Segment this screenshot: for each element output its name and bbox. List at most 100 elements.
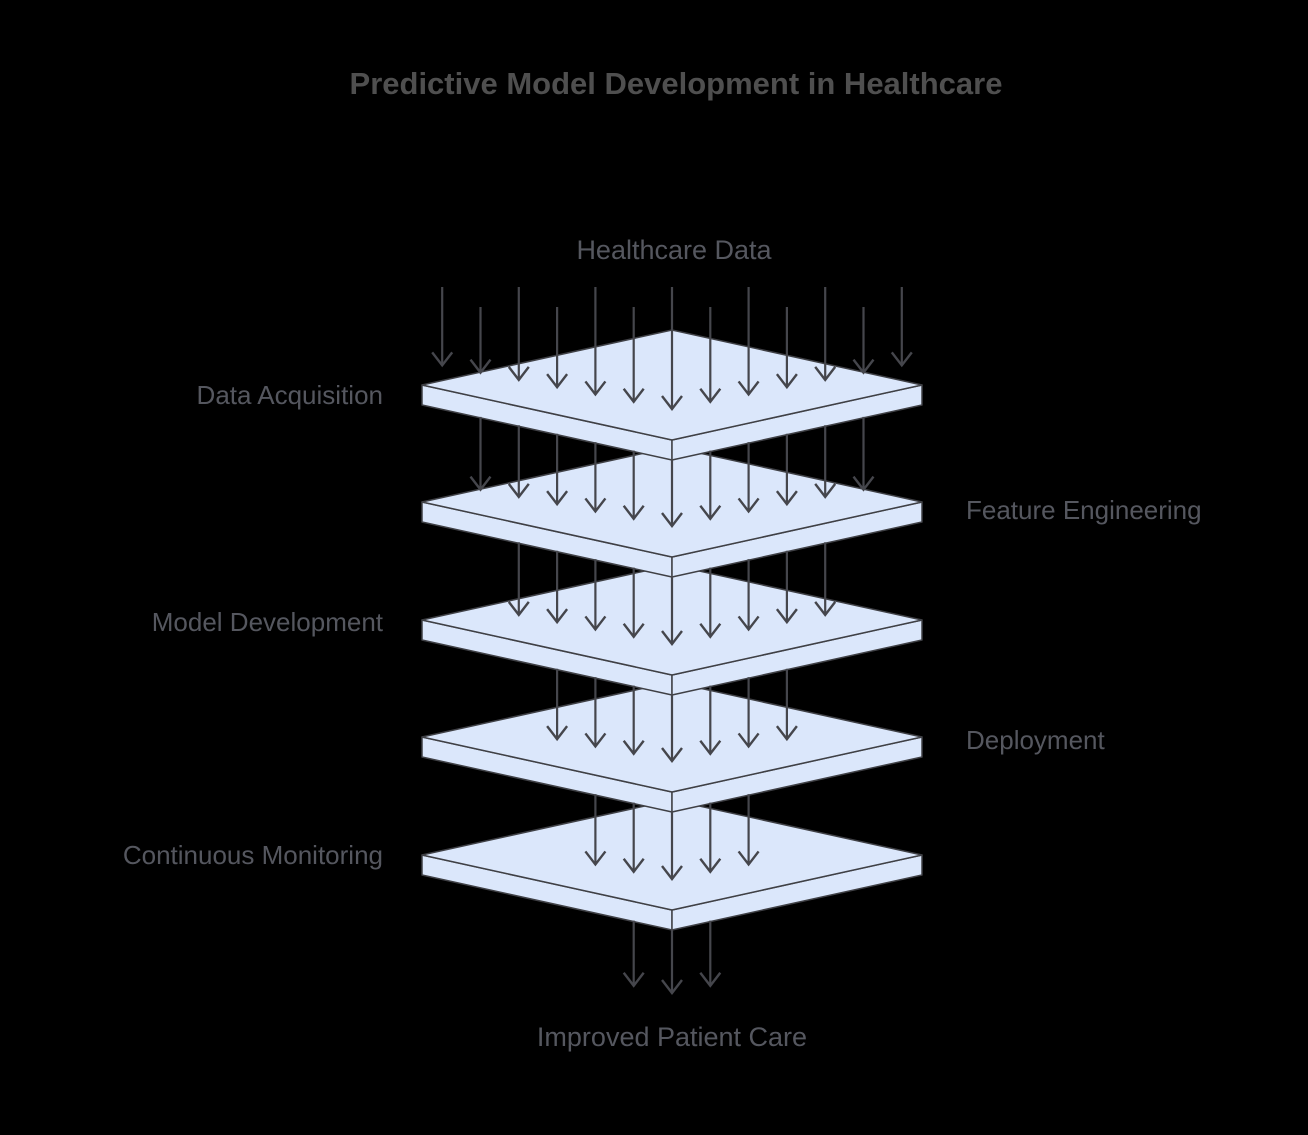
arrow-head xyxy=(661,512,683,528)
flow-arrow xyxy=(584,287,607,397)
flow-arrow xyxy=(737,559,760,632)
arrow-head xyxy=(737,850,760,867)
arrow-head xyxy=(584,497,607,514)
arrow-head xyxy=(546,490,569,507)
arrow-head xyxy=(546,608,569,625)
flow-arrow xyxy=(852,416,875,492)
flow-arrow xyxy=(775,668,798,742)
arrow-head xyxy=(852,358,875,375)
arrow-head xyxy=(507,601,530,617)
arrow-head xyxy=(546,373,569,390)
arrow-head xyxy=(584,732,607,749)
arrow-head xyxy=(775,490,798,507)
flow-arrow xyxy=(699,685,722,756)
arrow-head xyxy=(661,630,683,646)
flow-arrow xyxy=(546,668,569,742)
flow-arrow xyxy=(507,425,530,499)
arrow-head xyxy=(890,351,913,368)
arrow-head xyxy=(737,615,760,632)
flow-arrow xyxy=(584,559,607,632)
flow-arrow xyxy=(661,459,683,528)
arrow-head xyxy=(431,351,454,368)
arrow-head xyxy=(814,366,837,382)
flow-arrow xyxy=(699,307,722,404)
flow-arrow xyxy=(584,442,607,514)
flow-arrow xyxy=(507,287,530,382)
flow-arrow xyxy=(584,794,607,867)
arrow-head xyxy=(699,622,722,639)
flow-arrow xyxy=(546,307,569,390)
layer-label-feature-engineering: Feature Engineering xyxy=(966,495,1202,525)
flow-arrow xyxy=(431,287,454,368)
flow-arrow xyxy=(622,450,645,521)
arrow-head xyxy=(507,483,530,499)
flow-arrow xyxy=(661,694,683,763)
flow-arrow xyxy=(737,677,760,749)
arrow-head xyxy=(852,475,875,492)
flow-arrow xyxy=(699,920,722,988)
flow-arrow xyxy=(814,542,837,617)
flow-arrow xyxy=(584,677,607,749)
flow-arrow xyxy=(699,567,722,639)
arrow-head xyxy=(622,622,645,639)
arrow-head xyxy=(737,497,760,514)
arrow-head xyxy=(699,857,722,874)
flow-arrow xyxy=(699,802,722,874)
diagram-title: Predictive Model Development in Healthca… xyxy=(350,66,1003,101)
flow-arrow xyxy=(622,307,645,404)
flow-arrow xyxy=(661,287,683,411)
arrow-head xyxy=(737,380,760,397)
arrow-head xyxy=(775,373,798,390)
arrow-head xyxy=(584,850,607,867)
flow-arrow xyxy=(661,576,683,646)
arrow-head xyxy=(546,725,569,742)
flow-arrow xyxy=(699,450,722,521)
flow-arrow xyxy=(507,542,530,617)
flow-arrow xyxy=(737,442,760,514)
arrow-head xyxy=(469,358,492,375)
flow-arrow xyxy=(622,685,645,756)
flow-arrow xyxy=(814,425,837,499)
arrow-head xyxy=(622,739,645,756)
arrow-head xyxy=(699,971,722,988)
arrow-head xyxy=(699,739,722,756)
flow-arrow xyxy=(737,794,760,867)
arrow-head xyxy=(584,380,607,397)
flow-arrow xyxy=(622,920,645,988)
flow-arrow xyxy=(814,287,837,382)
source-label: Healthcare Data xyxy=(576,235,772,265)
flow-arrow xyxy=(775,433,798,507)
flow-arrow xyxy=(469,416,492,492)
layer-label-data-acquisition: Data Acquisition xyxy=(197,380,383,410)
layer-label-model-development: Model Development xyxy=(152,607,384,637)
arrow-head xyxy=(622,504,645,521)
flow-arrow xyxy=(546,550,569,625)
flow-arrow xyxy=(852,307,875,375)
layer-label-continuous-monitoring: Continuous Monitoring xyxy=(123,840,383,870)
arrow-head xyxy=(622,971,645,988)
flow-arrow xyxy=(622,567,645,639)
arrow-head xyxy=(661,747,683,763)
arrow-head xyxy=(622,857,645,874)
flow-arrows xyxy=(431,287,913,995)
arrow-head xyxy=(699,504,722,521)
arrow-head xyxy=(661,865,683,881)
arrow-head xyxy=(737,732,760,749)
flow-arrow xyxy=(661,811,683,881)
sink-label: Improved Patient Care xyxy=(537,1022,807,1052)
layer-label-deployment: Deployment xyxy=(966,725,1106,755)
arrow-head xyxy=(814,483,837,499)
flow-arrow xyxy=(775,550,798,625)
arrow-head xyxy=(584,615,607,632)
arrow-head xyxy=(775,608,798,625)
flow-arrow xyxy=(737,287,760,397)
flow-arrow xyxy=(661,929,683,995)
arrow-head xyxy=(661,395,683,411)
arrow-head xyxy=(699,387,722,404)
flow-arrow xyxy=(469,307,492,375)
arrow-head xyxy=(661,979,683,995)
arrow-head xyxy=(622,387,645,404)
flow-arrow xyxy=(546,433,569,507)
